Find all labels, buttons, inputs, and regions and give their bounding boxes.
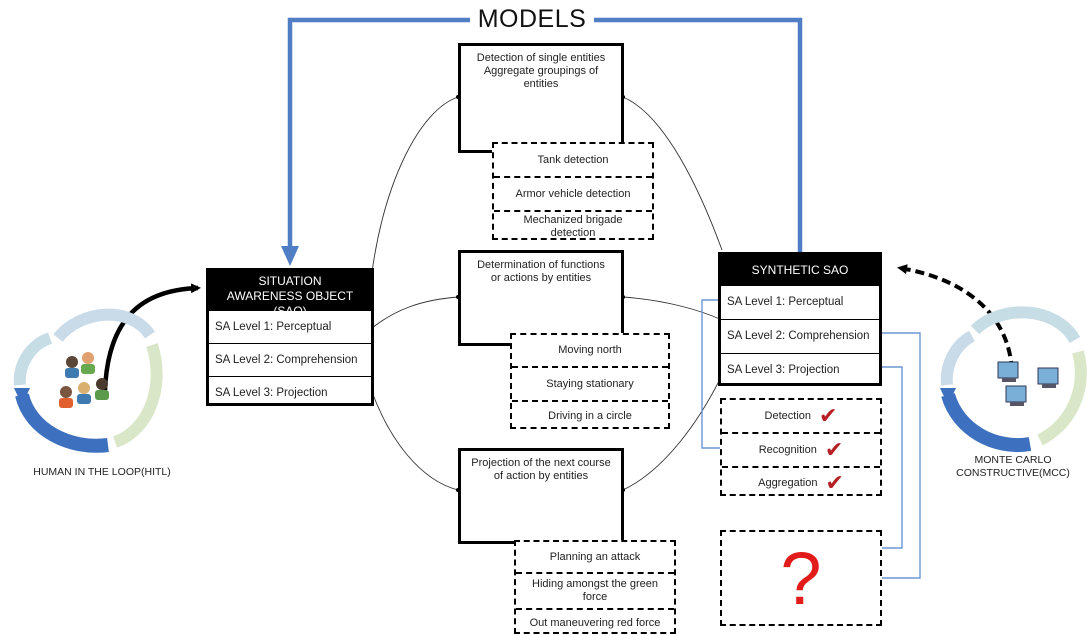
comprehension-item-2: Staying stationary <box>512 366 668 400</box>
checks-box: Detection ✔ Recognition ✔ Aggregation ✔ <box>720 398 882 496</box>
check-label-detection: Detection <box>764 409 812 422</box>
synthetic-sao-level-2: SA Level 2: Comprehension <box>721 319 879 353</box>
level-link-lines <box>701 299 921 579</box>
perception-item-1: Tank detection <box>537 153 609 166</box>
mcc-arrow <box>897 264 1014 371</box>
perception-text: Detection of single entities Aggregate g… <box>476 52 606 90</box>
synthetic-sao-header: SYNTHETIC SAO <box>721 255 879 285</box>
comprehension-items: Moving north Staying stationary Driving … <box>510 333 670 429</box>
checkmark-icon: ✔ <box>824 437 844 462</box>
sao-level-3: SA Level 3: Projection <box>209 376 371 409</box>
sao-header: SITUATION AWARENESS OBJECT (SAO) <box>209 271 371 318</box>
projection-item-2: Hiding amongst the green force <box>516 572 674 608</box>
synthetic-sao-level-3: SA Level 3: Projection <box>721 353 879 386</box>
projection-box: Projection of the next course of action … <box>458 448 624 544</box>
models-arrowhead <box>281 246 299 266</box>
hitl-label: HUMAN IN THE LOOP(HITL) <box>33 466 171 478</box>
mcc-cycle-icon <box>940 306 1087 452</box>
models-title: MODELS <box>470 4 594 34</box>
sao-box: SITUATION AWARENESS OBJECT (SAO) SA Leve… <box>206 268 374 406</box>
projection-items: Planning an attack Hiding amongst the gr… <box>514 540 676 634</box>
check-row-aggregation: Aggregation ✔ <box>722 466 880 498</box>
synthetic-sao-box: SYNTHETIC SAO SA Level 1: Perceptual SA … <box>718 252 882 386</box>
people-icon <box>59 352 109 408</box>
mcc-label: MONTE CARLO CONSTRUCTIVE(MCC) <box>956 454 1070 479</box>
question-box: ? <box>720 530 882 626</box>
checkmark-icon: ✔ <box>819 403 838 428</box>
projection-text: Projection of the next course of action … <box>471 457 611 482</box>
perception-item-3: Mechanized brigade detection <box>494 210 652 242</box>
sao-level-2: SA Level 2: Comprehension <box>209 343 371 376</box>
projection-item-1: Planning an attack <box>549 550 641 563</box>
synthetic-sao-level-1: SA Level 1: Perceptual <box>721 285 879 319</box>
perception-items: Tank detection Armor vehicle detection M… <box>492 142 654 240</box>
sao-level-1: SA Level 1: Perceptual <box>209 310 371 343</box>
check-label-recognition: Recognition <box>758 443 817 456</box>
computers-icon <box>997 361 1059 406</box>
question-mark-icon: ? <box>780 536 822 620</box>
comprehension-text: Determination of functions or actions by… <box>477 259 605 284</box>
checkmark-icon: ✔ <box>825 470 844 495</box>
comprehension-item-3: Driving in a circle <box>512 400 668 431</box>
hitl-cycle-icon <box>13 308 163 453</box>
check-label-aggregation: Aggregation <box>758 476 818 489</box>
perception-item-2: Armor vehicle detection <box>494 176 652 210</box>
projection-item-3: Out maneuvering red force <box>516 608 674 636</box>
comprehension-box: Determination of functions or actions by… <box>458 250 624 346</box>
comprehension-item-1: Moving north <box>558 344 622 356</box>
check-row-recognition: Recognition ✔ <box>722 432 880 466</box>
flow-curves <box>371 96 723 491</box>
check-row-detection: Detection ✔ <box>722 400 880 432</box>
perception-box: Detection of single entities Aggregate g… <box>458 43 624 153</box>
